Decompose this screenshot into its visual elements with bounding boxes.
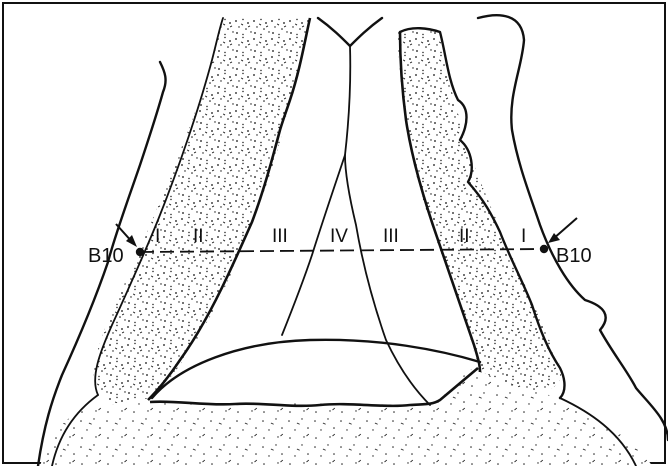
floor-wavy-edge	[150, 368, 478, 406]
left-wall-band	[93, 18, 310, 404]
left-marker-arrow	[116, 224, 137, 247]
zone-label-left-III: III	[272, 226, 288, 247]
marker-label-right: B10	[556, 245, 592, 267]
zone-label-left-II: II	[193, 226, 204, 247]
midline-fork	[318, 18, 382, 46]
right-wall-band	[398, 29, 561, 391]
zone-label-right-III: III	[383, 226, 399, 247]
right-marker-arrow	[548, 218, 577, 243]
zone-label-center-IV: IV	[330, 226, 348, 247]
zone-label-left-I: I	[155, 226, 160, 247]
zone-label-right-I: I	[521, 226, 526, 247]
left-marker-dot	[136, 248, 144, 256]
marker-label-left: B10	[88, 245, 124, 267]
zone-label-right-II: II	[459, 226, 470, 247]
right-marker-dot	[540, 245, 548, 253]
lower-transverse-curve	[152, 340, 480, 398]
